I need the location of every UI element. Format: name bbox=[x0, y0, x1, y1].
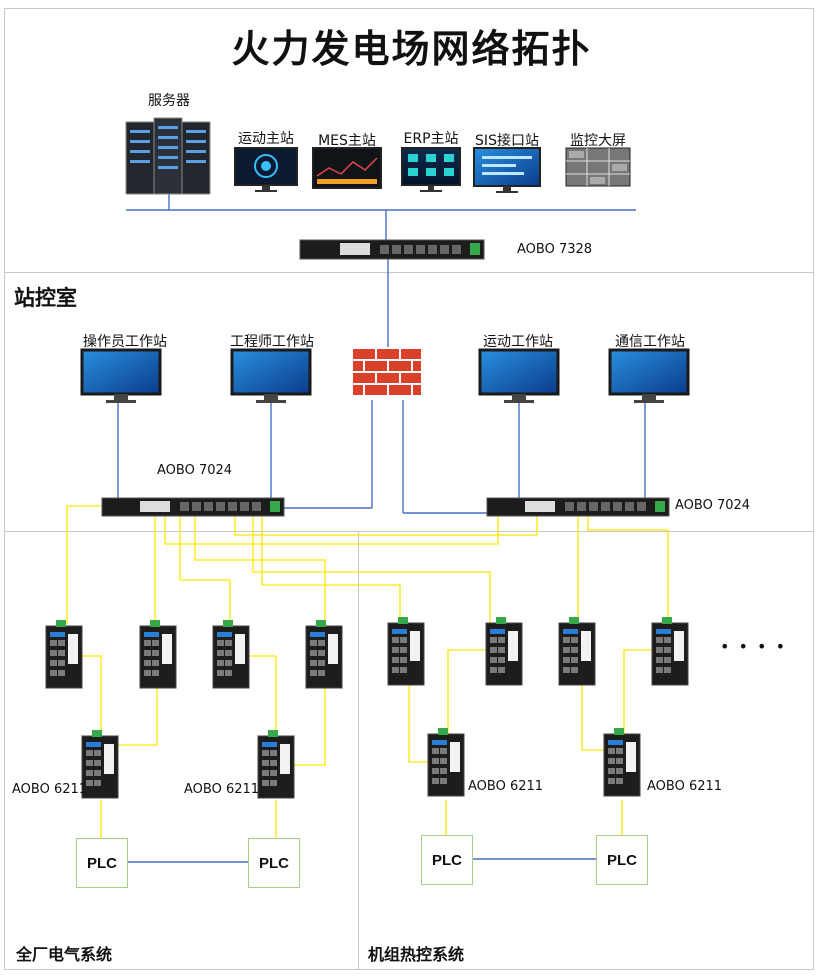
operator-workstation-label: 操作员工作站 bbox=[83, 334, 167, 350]
server-label: 服务器 bbox=[148, 93, 190, 109]
industrial-switch-6211-icon bbox=[81, 730, 119, 799]
industrial-switch-6211-icon bbox=[427, 728, 465, 797]
yundong-main-monitor-icon bbox=[234, 147, 298, 192]
sis-station-label: SIS接口站 bbox=[475, 133, 539, 149]
industrial-switch-6211-icon bbox=[257, 730, 295, 799]
ethernet-links bbox=[117, 193, 646, 863]
industrial-switch-6211-icon bbox=[558, 617, 596, 686]
industrial-switch-6211-icon bbox=[139, 620, 177, 689]
e2-switch-label: AOBO 6211 bbox=[184, 782, 260, 797]
left-ctrl-switch-label: AOBO 7024 bbox=[157, 463, 233, 478]
firewall-icon bbox=[351, 347, 423, 397]
erp-main-monitor-icon bbox=[401, 147, 461, 192]
comm-workstation-label: 通信工作站 bbox=[615, 334, 685, 350]
server-icon bbox=[125, 117, 211, 195]
mes-main-monitor-icon bbox=[312, 147, 382, 189]
monitor-wall-icon bbox=[565, 147, 631, 187]
sis-station-monitor-icon bbox=[473, 147, 541, 193]
electrical-system-heading: 全厂电气系统 bbox=[16, 945, 113, 964]
industrial-switch-6211-icon bbox=[387, 617, 425, 686]
left-ctrl-switch-7024-icon bbox=[101, 497, 285, 517]
right-ctrl-switch-7024-icon bbox=[486, 497, 670, 517]
mes-main-label: MES主站 bbox=[318, 133, 376, 149]
thermal-system-heading: 机组热控系统 bbox=[368, 945, 465, 964]
yundong-workstation-label: 运动工作站 bbox=[483, 334, 553, 350]
page-title: 火力发电场网络拓扑 bbox=[231, 27, 592, 71]
right-ctrl-switch-label: AOBO 7024 bbox=[675, 498, 751, 513]
engineer-workstation-label: 工程师工作站 bbox=[230, 334, 314, 350]
plc-box: PLC bbox=[421, 835, 473, 885]
industrial-switch-6211-icon bbox=[45, 620, 83, 689]
industrial-switch-6211-icon bbox=[305, 620, 343, 689]
industrial-switch-6211-icon bbox=[603, 728, 641, 797]
control-room-heading: 站控室 bbox=[14, 286, 77, 310]
yundong-workstation-icon bbox=[478, 348, 560, 403]
control-room-frame bbox=[4, 272, 814, 532]
field-divider bbox=[358, 532, 359, 970]
monitor-wall-label: 监控大屏 bbox=[570, 133, 626, 149]
core-switch-label: AOBO 7328 bbox=[517, 242, 593, 257]
e1-switch-label: AOBO 6211 bbox=[12, 782, 88, 797]
industrial-switch-6211-icon bbox=[212, 620, 250, 689]
yundong-main-label: 运动主站 bbox=[238, 131, 294, 147]
core-switch-7328-icon bbox=[299, 239, 485, 260]
more-devices-indicator: • • • • bbox=[720, 637, 788, 656]
erp-main-label: ERP主站 bbox=[403, 131, 459, 147]
operator-workstation-icon bbox=[80, 348, 162, 403]
plc-box: PLC bbox=[248, 838, 300, 888]
engineer-workstation-icon bbox=[230, 348, 312, 403]
industrial-switch-6211-icon bbox=[485, 617, 523, 686]
t1-switch-label: AOBO 6211 bbox=[468, 779, 544, 794]
plc-box: PLC bbox=[76, 838, 128, 888]
industrial-switch-6211-icon bbox=[651, 617, 689, 686]
fiber-links bbox=[66, 505, 669, 838]
t2-switch-label: AOBO 6211 bbox=[647, 779, 723, 794]
plc-box: PLC bbox=[596, 835, 648, 885]
comm-workstation-icon bbox=[608, 348, 690, 403]
